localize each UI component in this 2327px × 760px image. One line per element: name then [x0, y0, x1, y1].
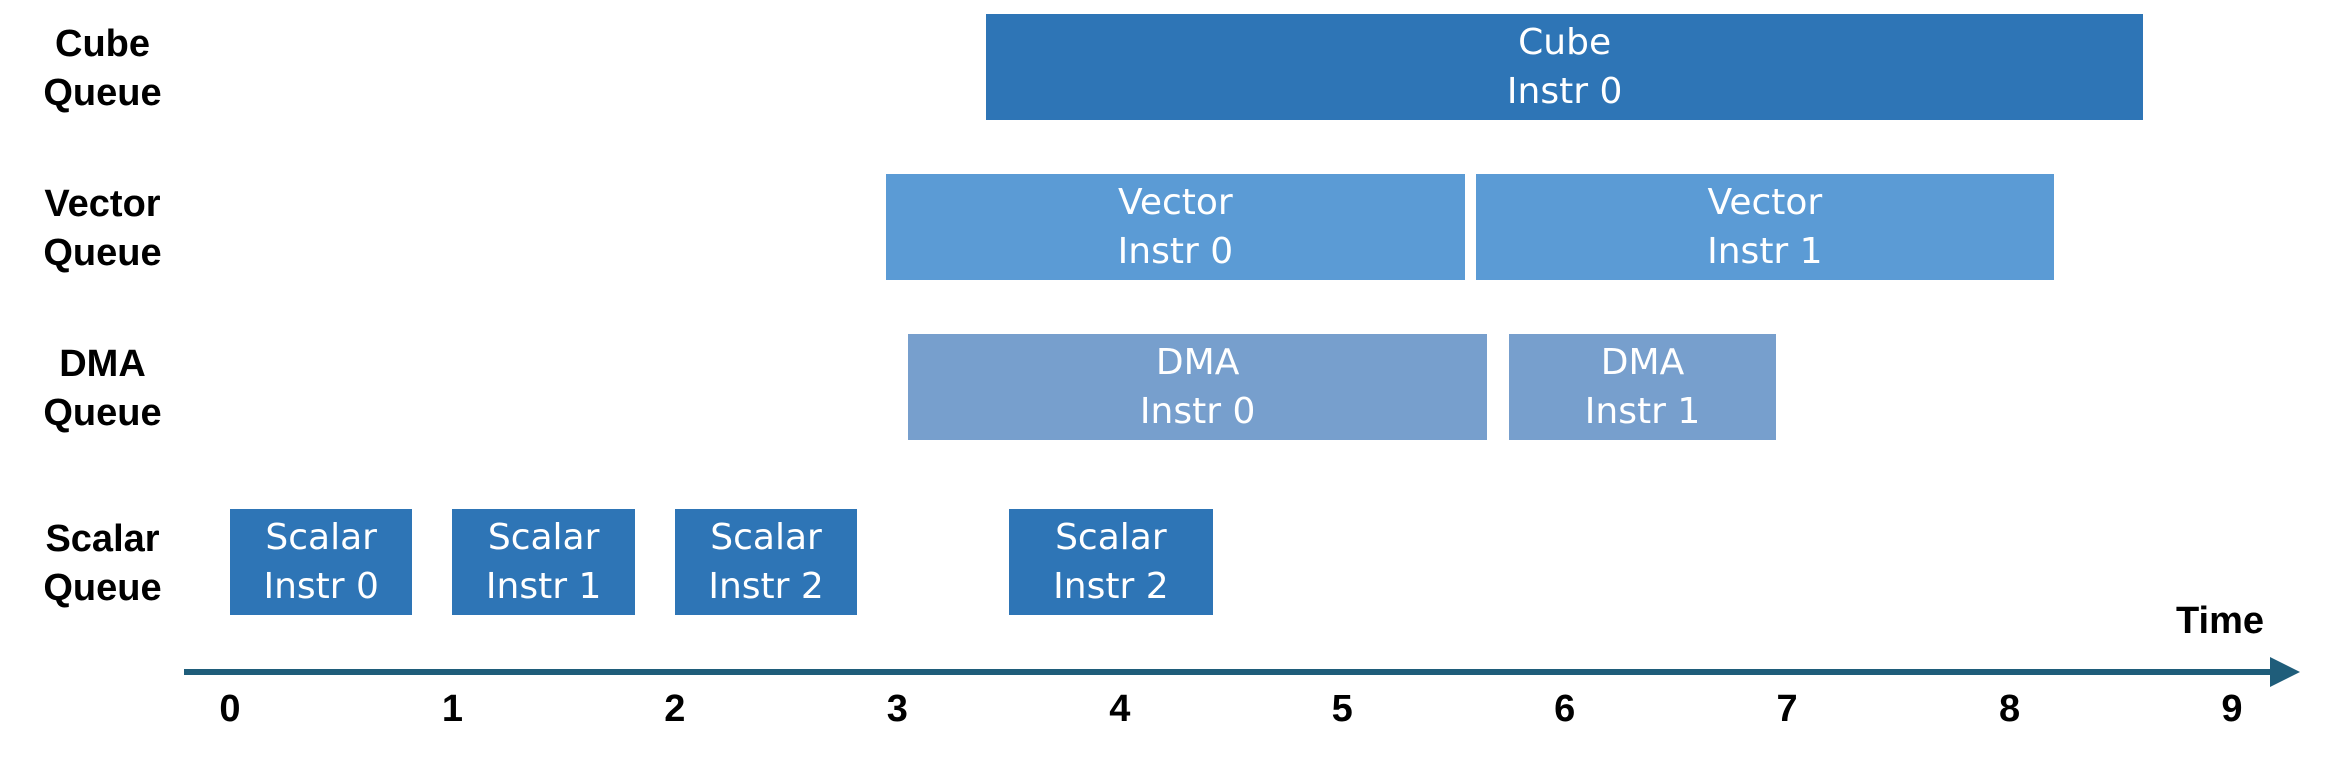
time-tick-label: 3 [886, 688, 908, 730]
dma-queue-label: DMA Queue [0, 340, 205, 438]
dma-instr-block: DMA Instr 1 [1509, 334, 1776, 440]
instr-block-title: Vector [1707, 182, 1823, 223]
time-axis-arrowhead [2270, 657, 2300, 687]
instr-block-title: Scalar [1055, 517, 1167, 558]
scalar-queue-label-line1: Scalar [45, 518, 160, 560]
dma-queue-label-line2: Queue [43, 392, 162, 434]
instr-block-subtitle: Instr 0 [1117, 231, 1234, 272]
time-tick-label: 6 [1554, 688, 1576, 730]
time-tick-label: 0 [219, 688, 241, 730]
instr-block-subtitle: Instr 1 [1584, 391, 1701, 432]
time-tick-label: 1 [441, 688, 463, 730]
time-tick-label: 4 [1109, 688, 1131, 730]
cube-queue-label-line1: Cube [55, 23, 150, 65]
instr-block-subtitle: Instr 0 [263, 566, 379, 607]
scalar-queue-label-line2: Queue [43, 567, 162, 609]
instr-block-subtitle: Instr 0 [1139, 391, 1256, 432]
time-tick-label: 7 [1776, 688, 1798, 730]
vector-queue-label: Vector Queue [0, 180, 205, 278]
instr-block-title: DMA [1600, 342, 1685, 383]
instr-block-subtitle: Instr 2 [708, 566, 824, 607]
time-tick-label: 2 [664, 688, 686, 730]
instr-block-subtitle: Instr 1 [1707, 231, 1823, 272]
vector-queue-label-line2: Queue [43, 232, 162, 274]
scalar-queue-label: Scalar Queue [0, 515, 205, 613]
vector-queue-label-line1: Vector [44, 183, 161, 225]
instr-block-title: Scalar [487, 517, 600, 558]
cube-queue-label: Cube Queue [0, 20, 205, 118]
instr-block-subtitle: Instr 1 [485, 566, 602, 607]
time-tick-label: 5 [1331, 688, 1353, 730]
instr-block-title: Scalar [265, 517, 377, 558]
instr-block-title: DMA [1155, 342, 1240, 383]
instr-block-title: Cube [1518, 22, 1612, 63]
time-tick-label: 8 [1998, 688, 2021, 730]
instr-block-title: Vector [1118, 182, 1233, 223]
dma-queue-label-line1: DMA [59, 343, 146, 385]
time-tick-label: 9 [2221, 688, 2243, 730]
instr-block-subtitle: Instr 0 [1506, 71, 1623, 112]
time-axis-title: Time [2175, 600, 2264, 642]
instr-block-subtitle: Instr 2 [1053, 566, 1169, 607]
cube-queue-label-line2: Queue [43, 72, 162, 114]
instr-block-title: Scalar [710, 517, 822, 558]
dma-instr-block: DMA Instr 0 [908, 334, 1487, 440]
